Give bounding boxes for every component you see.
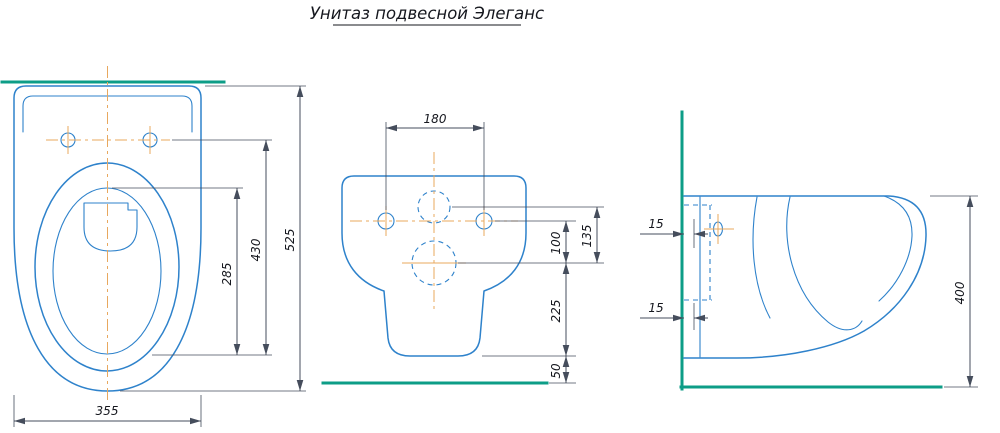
dim-label-bowl-length: 285 [220,263,234,286]
dim-label-depth: 525 [283,229,297,252]
bowl-inner-curve [786,196,863,331]
dim-label-outlet-to-bottom: 225 [549,300,563,323]
dim-label-height: 400 [953,281,967,304]
dim-label-holes-to-front: 430 [249,238,263,261]
top-view: 355 525 430 285 [0,66,306,427]
side-view: 15 15 400 [640,110,978,391]
drawing-title: Унитаз подвесной Элеганс [310,4,544,26]
toilet-outline-front [341,175,527,357]
front-rim-inner-curve [878,195,913,302]
dim-label-holes-to-outlet: 100 [549,231,563,254]
page-title: Унитаз подвесной Элеганс [310,4,544,23]
dim-label-inlet-to-outlet: 135 [580,225,594,248]
toilet-outline-plan [13,85,202,392]
dim-label-offset-lower: 15 [648,301,663,315]
dim-label-bottom-gap: 50 [549,363,563,379]
water-trap-outline [83,202,138,252]
bowl-back-curve [752,196,771,319]
dim-label-width: 355 [96,404,119,418]
dim-label-offset-upper: 15 [648,217,663,231]
toilet-outline-side [683,195,927,359]
front-view: 180 100 135 225 50 [321,112,604,385]
dim-label-holes-spacing: 180 [424,112,447,126]
